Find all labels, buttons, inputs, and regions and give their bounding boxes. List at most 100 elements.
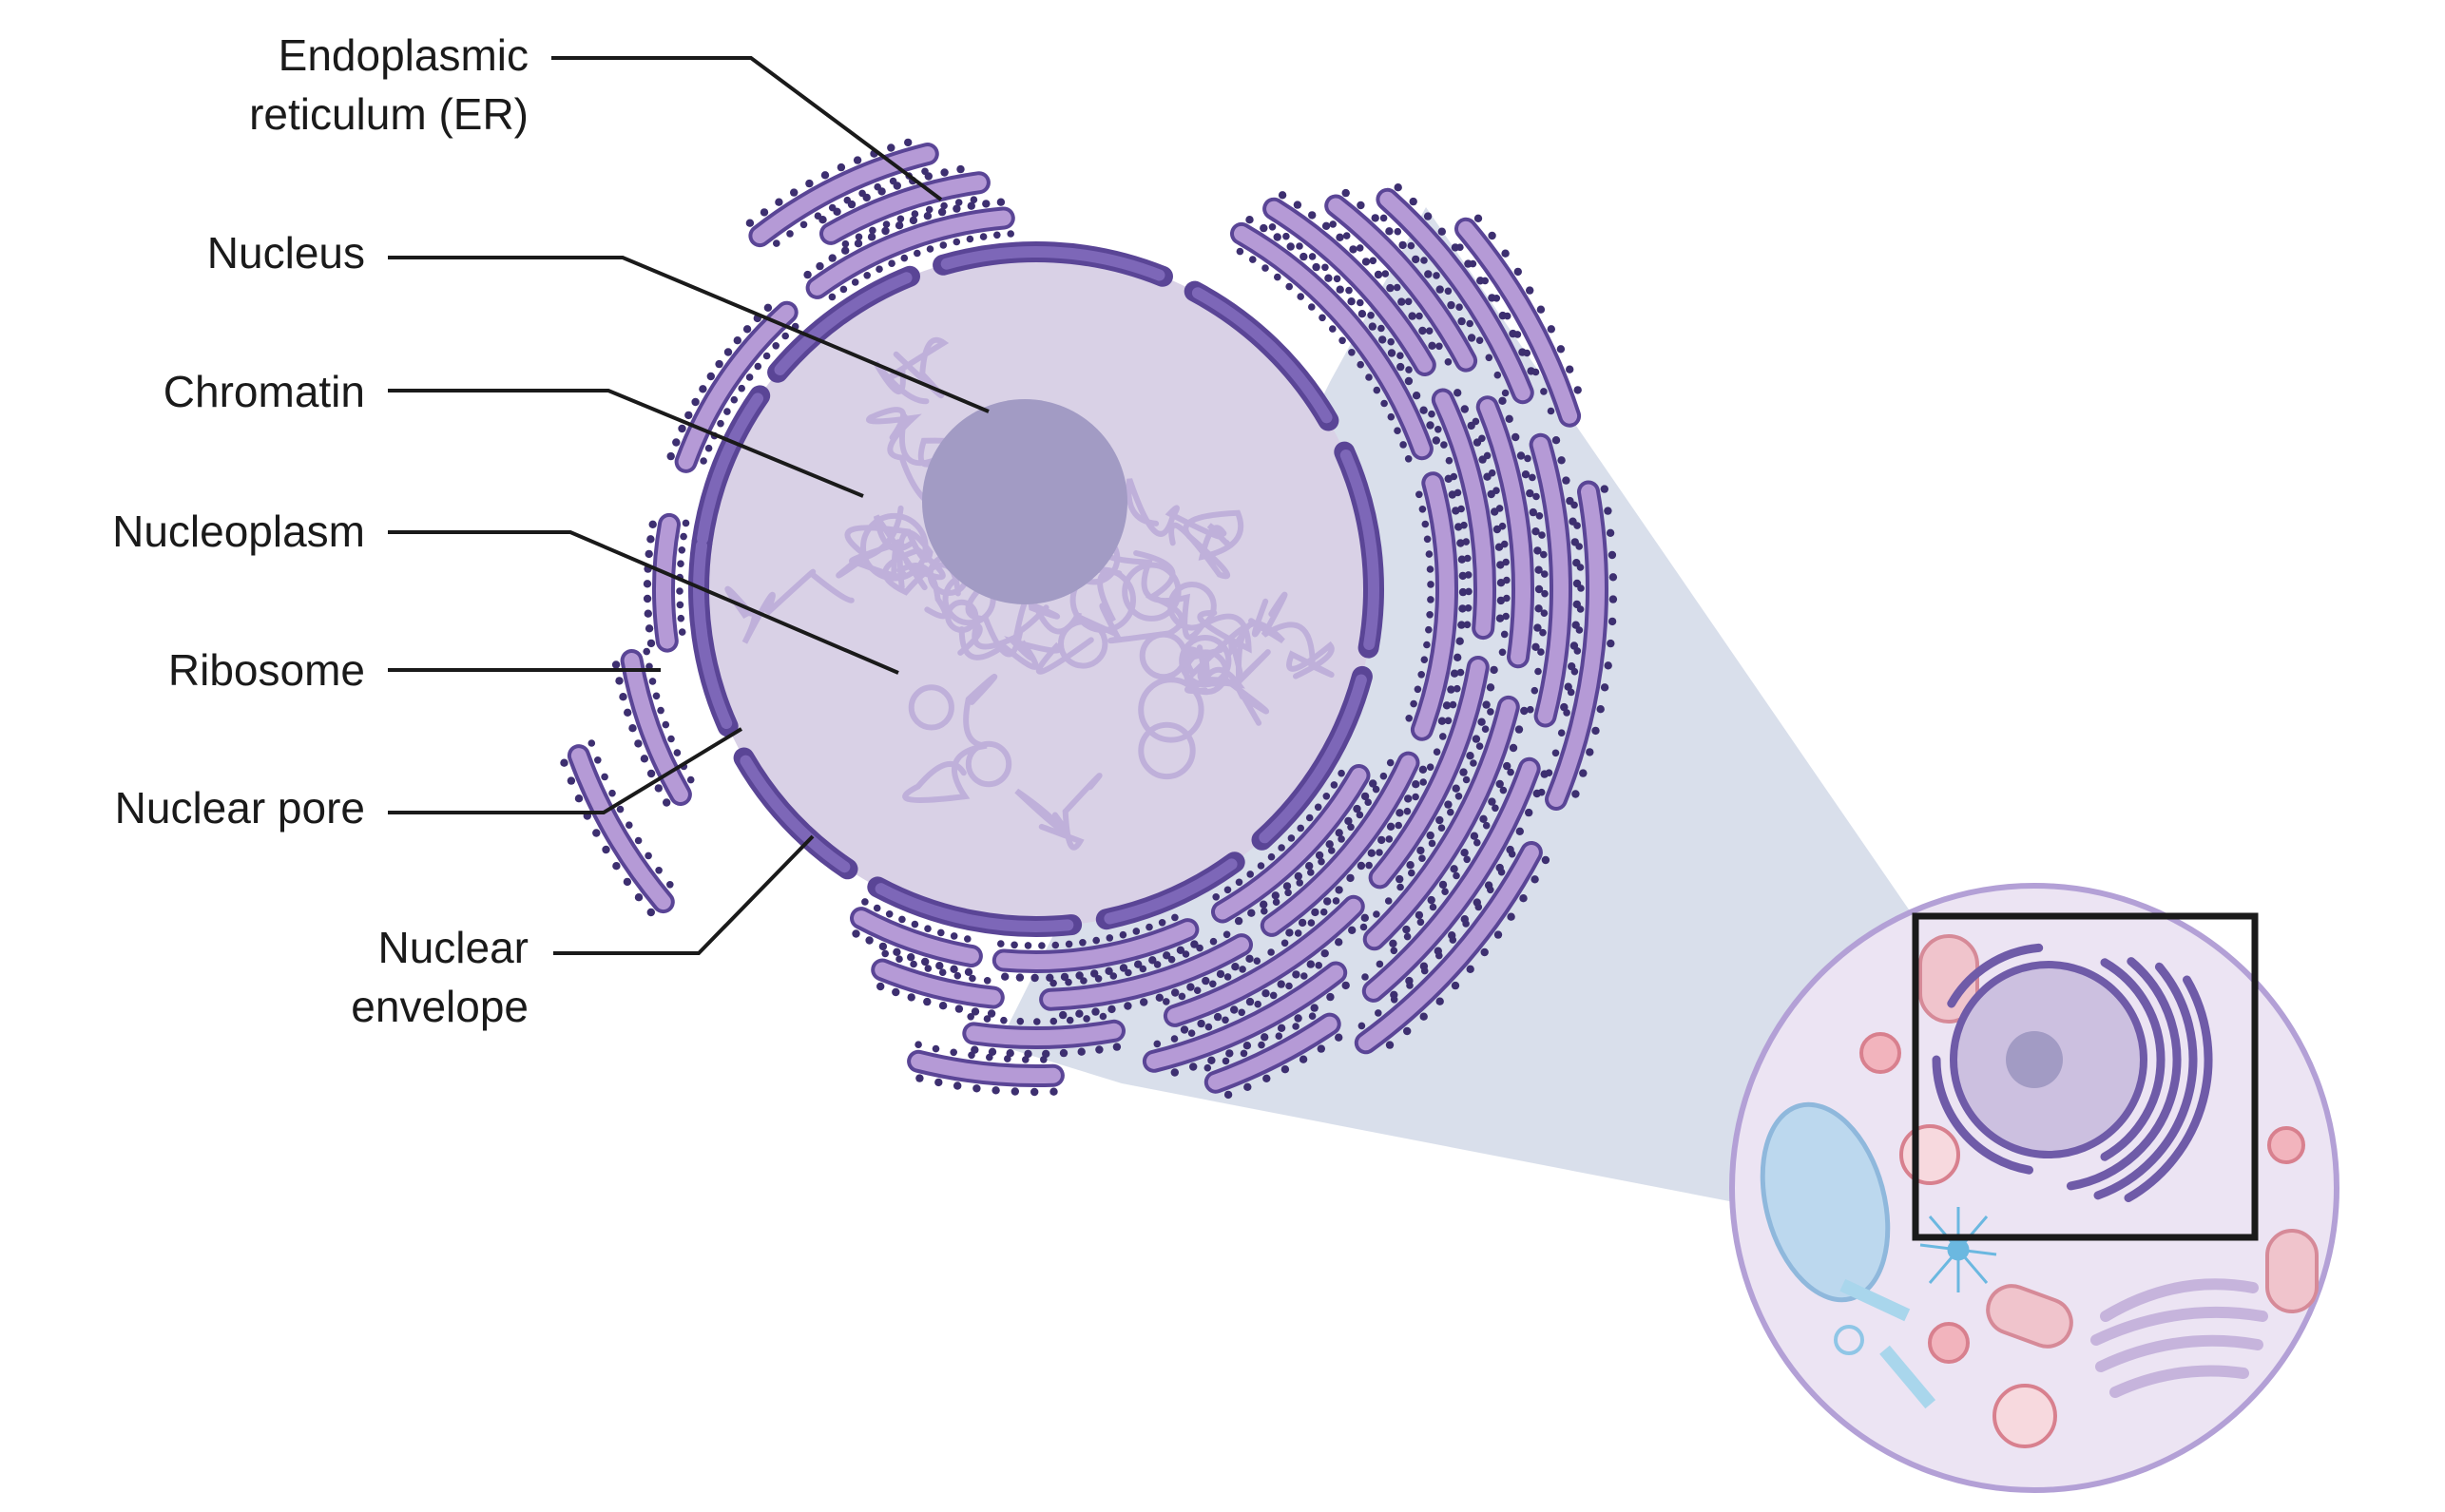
ribosome-dot xyxy=(1344,816,1353,826)
ribosome-dot xyxy=(1454,653,1462,661)
ribosome-dot xyxy=(1539,628,1547,637)
ribosome-dot xyxy=(1262,1074,1271,1083)
er-cisterna xyxy=(966,1023,1122,1045)
ribosome-dot xyxy=(1495,505,1504,512)
ribosome-dot xyxy=(1570,667,1579,676)
ribosome-dot xyxy=(1335,1033,1343,1042)
ribosome-dot xyxy=(1514,725,1524,734)
ribosome-dot xyxy=(873,904,881,912)
ribosome-dot xyxy=(781,332,789,340)
ribosome-dot xyxy=(1404,794,1413,803)
ribosome-dot xyxy=(1373,386,1381,394)
ribosome-dot xyxy=(1532,492,1540,501)
ribosome-dot xyxy=(1277,1024,1286,1033)
ribosome-dot xyxy=(1092,936,1100,945)
ribosome-dot xyxy=(1139,965,1147,973)
ribosome-dot xyxy=(1412,780,1420,789)
ribosome-dot xyxy=(619,693,627,701)
ribosome-dot xyxy=(1278,844,1285,852)
er-cisterna xyxy=(911,1053,1061,1084)
nuclear-envelope-segment-inner xyxy=(940,246,1165,281)
ribosome-dot xyxy=(1065,940,1073,948)
er-leader-line xyxy=(551,56,943,201)
ribosome-dot xyxy=(1402,925,1411,934)
ribosome-dot xyxy=(1222,1016,1229,1024)
ribosome-dot xyxy=(1007,230,1014,238)
ribosome-dot xyxy=(1387,349,1396,357)
ribosome-dot xyxy=(1011,941,1018,949)
ribosome-dot xyxy=(904,138,913,147)
ribosome-dot xyxy=(1438,880,1448,890)
ribosome-dot xyxy=(1453,871,1460,880)
ribosome-dot xyxy=(1357,360,1364,369)
ribosome-dot xyxy=(1433,272,1440,279)
ribosome-dot xyxy=(1140,998,1148,1006)
ribosome-dot xyxy=(1575,543,1583,550)
ribosome-dot xyxy=(723,348,733,356)
nuclear-envelope-segment-inner xyxy=(1191,287,1333,424)
ribosome-dot xyxy=(723,408,731,415)
ribosome-dot xyxy=(1000,1016,1008,1024)
ribosome-dot xyxy=(1384,897,1393,905)
ribosome-dot xyxy=(1348,926,1357,934)
ribosome-dot xyxy=(1417,671,1425,679)
ribosome-dot xyxy=(1600,683,1609,692)
ribosome-dot xyxy=(1425,625,1433,634)
ribosome-dot xyxy=(1460,849,1469,857)
ribosome-dot xyxy=(1398,240,1407,250)
ribosome-dot xyxy=(1378,335,1387,344)
ribosome-dot xyxy=(1521,470,1531,479)
ribosome-dot xyxy=(1293,201,1302,209)
ribosome-dot xyxy=(1408,312,1416,320)
ribosome-dot xyxy=(646,908,655,917)
ribosome-dot xyxy=(1428,341,1436,350)
ribosome-dot xyxy=(1445,456,1454,465)
ribosome-dot xyxy=(1030,1087,1039,1097)
er-label-line2: reticulum (ER) xyxy=(249,89,529,139)
ribosome-dot xyxy=(676,601,684,609)
ribosome-dot xyxy=(677,560,684,567)
ribosome-dot xyxy=(662,720,670,729)
ribosome-dot xyxy=(1540,550,1548,559)
ribosome-dot xyxy=(921,167,929,176)
ribosome-dot xyxy=(1335,886,1343,894)
ribosome-dot xyxy=(1261,989,1270,998)
ribosome-dot xyxy=(1573,647,1582,655)
ribosome-dot xyxy=(1030,973,1039,983)
ribosome-dot xyxy=(1479,814,1488,823)
ribosome-dot xyxy=(1464,554,1472,563)
ribosome-dot xyxy=(1403,1026,1412,1036)
ribosome-dot xyxy=(1462,775,1471,784)
ribosome-dot xyxy=(1390,996,1398,1004)
ribosome-dot xyxy=(1426,421,1434,430)
ribosome-dot xyxy=(1245,216,1254,224)
nuclear-envelope-label-line2: envelope xyxy=(351,982,529,1031)
ribosome-dot xyxy=(900,254,909,262)
ribosome-dot xyxy=(700,457,707,465)
ribosome-dot xyxy=(1466,965,1474,973)
ribosome-dot xyxy=(1394,227,1402,236)
ribosome-dot xyxy=(1394,183,1402,192)
er-cisterna xyxy=(1266,201,1433,373)
ribosome-dot xyxy=(1457,316,1466,326)
er-cisterna xyxy=(1328,198,1474,369)
ribosome-dot xyxy=(997,940,1005,947)
ribosome-dot xyxy=(1397,297,1406,306)
ribosome-dot xyxy=(1466,319,1473,328)
ribosome-dot xyxy=(1377,324,1385,333)
ribosome-dot xyxy=(1482,821,1491,830)
ribosome-dot xyxy=(1267,948,1275,956)
ribosome-dot xyxy=(715,359,723,369)
ribosome-dot xyxy=(1502,612,1510,621)
ribosome-dot xyxy=(938,1002,948,1010)
mitochondrion-icon xyxy=(1918,934,2319,1349)
ribosome-dot xyxy=(1319,908,1328,916)
ribosome-dot xyxy=(1356,811,1364,819)
ribosome-dot xyxy=(1566,365,1574,373)
ribosome-dot xyxy=(1540,609,1549,617)
ribosome-dot xyxy=(1059,1010,1068,1020)
ribosome-dot xyxy=(1591,726,1600,736)
ribosome-dot xyxy=(1415,910,1424,920)
ribosome-dot xyxy=(1132,928,1141,935)
ribosome-label: Ribosome xyxy=(168,645,365,695)
